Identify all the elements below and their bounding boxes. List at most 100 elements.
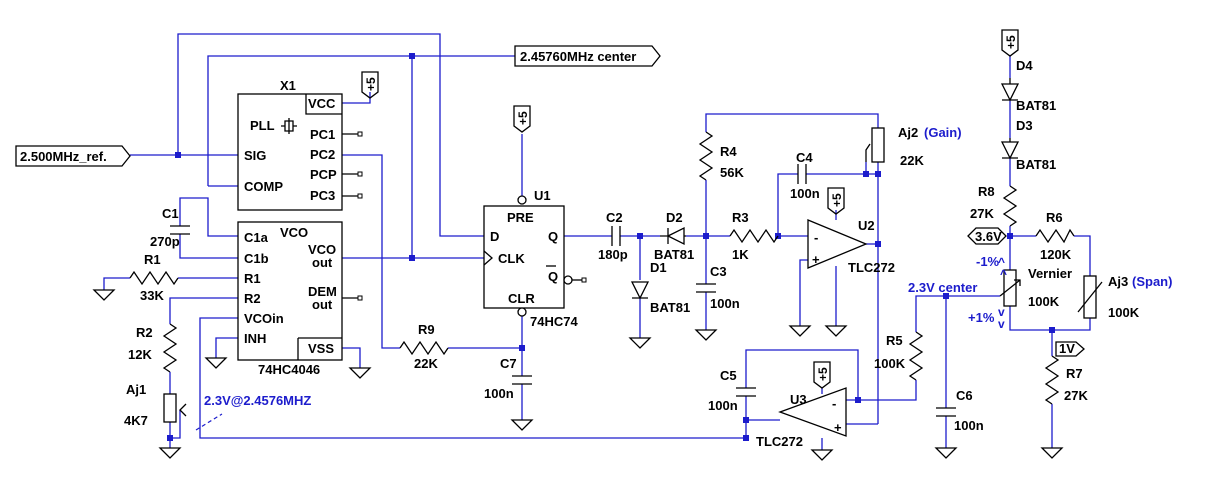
diode-d4: D4 BAT81 (1000, 58, 1056, 113)
svg-text:R8: R8 (978, 184, 995, 199)
supply-flag-x1: +5 (361, 71, 379, 99)
svg-text:(Span): (Span) (1132, 274, 1172, 289)
svg-text:+1%: +1% (968, 310, 995, 325)
svg-text:C1a: C1a (244, 230, 269, 245)
svg-text:+5: +5 (1004, 35, 1018, 49)
svg-text:C1: C1 (162, 206, 179, 221)
svg-text:C6: C6 (956, 388, 973, 403)
svg-text:BAT81: BAT81 (650, 300, 690, 315)
capacitor-c1: C1 270p (150, 206, 190, 249)
svg-text:Aj1: Aj1 (126, 382, 146, 397)
svg-text:1K: 1K (732, 247, 749, 262)
svg-text:100n: 100n (954, 418, 984, 433)
svg-text:180p: 180p (598, 247, 628, 262)
annotations: -1% ^ ^ +1% v v 2.3V center 2.3V@2.4576M… (195, 254, 1007, 431)
svg-text:Q: Q (548, 269, 558, 284)
svg-text:out: out (312, 297, 333, 312)
capacitor-c6: C6 100n (936, 388, 984, 433)
ic-x1-pll: X1 VCC PLL PC1 SIG PC2 PCP COMP PC3 VCO … (237, 78, 363, 377)
net-flag-3v6: 3.6V (967, 227, 1007, 245)
svg-text:D2: D2 (666, 210, 683, 225)
potentiometer-vernier: Vernier 100K (999, 266, 1072, 309)
svg-text:C7: C7 (500, 356, 517, 371)
resistor-r7: R7 27K (1044, 355, 1088, 405)
svg-text:VCO: VCO (280, 225, 308, 240)
svg-text:2.3V center: 2.3V center (908, 280, 977, 295)
svg-text:PLL: PLL (250, 118, 275, 133)
trimmer-aj3: Aj3 (Span) 100K (1077, 274, 1172, 320)
svg-text:74HC74: 74HC74 (530, 314, 578, 329)
svg-text:100K: 100K (1028, 294, 1060, 309)
svg-text:C3: C3 (710, 264, 727, 279)
svg-text:COMP: COMP (244, 179, 283, 194)
svg-text:1V: 1V (1059, 341, 1075, 356)
svg-text:2.45760MHz center: 2.45760MHz center (520, 49, 636, 64)
svg-text:C1b: C1b (244, 251, 269, 266)
svg-text:22K: 22K (414, 356, 438, 371)
capacitor-c4: C4 100n (790, 150, 820, 201)
svg-text:R4: R4 (720, 144, 737, 159)
capacitor-c2: C2 180p (598, 210, 628, 262)
svg-text:100K: 100K (874, 356, 906, 371)
svg-text:22K: 22K (900, 153, 924, 168)
svg-text:R6: R6 (1046, 210, 1063, 225)
svg-text:27K: 27K (970, 206, 994, 221)
svg-text:4K7: 4K7 (124, 413, 148, 428)
svg-text:27K: 27K (1064, 388, 1088, 403)
resistor-r1: R1 33K (129, 252, 179, 303)
svg-text:PRE: PRE (507, 210, 534, 225)
trimmer-aj2: Aj2 (Gain) 22K (865, 125, 962, 168)
resistor-r2: R2 12K (128, 323, 178, 373)
svg-text:Aj2: Aj2 (898, 125, 918, 140)
svg-text:+5: +5 (830, 193, 844, 207)
svg-text:PCP: PCP (310, 167, 337, 182)
resistor-r6: R6 120K (1035, 210, 1075, 262)
svg-text:X1: X1 (280, 78, 296, 93)
svg-text:+5: +5 (816, 367, 830, 381)
svg-text:TLC272: TLC272 (756, 434, 803, 449)
svg-text:C4: C4 (796, 150, 813, 165)
svg-text:+5: +5 (364, 77, 378, 91)
svg-text:^: ^ (1000, 267, 1007, 281)
supply-flag-u1: +5 (513, 105, 531, 133)
resistor-r3: R3 1K (729, 210, 779, 262)
net-flag-center: 2.45760MHz center (514, 45, 661, 67)
svg-text:Vernier: Vernier (1028, 266, 1072, 281)
svg-text:R3: R3 (732, 210, 749, 225)
svg-text:BAT81: BAT81 (1016, 98, 1056, 113)
capacitor-c5: C5 100n (708, 368, 756, 413)
ground-symbols (92, 289, 1064, 461)
opamp-u2: - + U2 TLC272 (807, 218, 895, 275)
svg-text:D1: D1 (650, 260, 667, 275)
svg-text:100n: 100n (710, 296, 740, 311)
svg-text:+: + (834, 420, 842, 435)
svg-text:270p: 270p (150, 234, 180, 249)
svg-text:R2: R2 (136, 325, 153, 340)
svg-text:INH: INH (244, 331, 266, 346)
svg-text:2.500MHz_ref.: 2.500MHz_ref. (20, 149, 107, 164)
junctions (167, 53, 1055, 441)
opamp-u3: - + U3 TLC272 (756, 387, 847, 449)
diode-d3: D3 BAT81 (1000, 118, 1056, 172)
supply-flag-u2: +5 (827, 187, 845, 215)
svg-text:100n: 100n (790, 186, 820, 201)
svg-text:D3: D3 (1016, 118, 1033, 133)
svg-text:D: D (490, 229, 499, 244)
ic-u1-flipflop: U1 PRE D Q CLK Q CLR 74HC74 (483, 188, 587, 329)
svg-text:VSS: VSS (308, 341, 334, 356)
svg-text:-: - (814, 230, 818, 245)
svg-text:120K: 120K (1040, 247, 1072, 262)
svg-text:Aj3: Aj3 (1108, 274, 1128, 289)
svg-text:v: v (998, 305, 1005, 319)
svg-text:R1: R1 (144, 252, 161, 267)
svg-text:+: + (812, 252, 820, 267)
resistor-r9: R9 22K (399, 322, 449, 371)
svg-text:VCC: VCC (308, 96, 336, 111)
svg-text:(Gain): (Gain) (924, 125, 962, 140)
resistor-r8: R8 27K (970, 184, 1018, 227)
svg-text:BAT81: BAT81 (1016, 157, 1056, 172)
svg-text:D4: D4 (1016, 58, 1033, 73)
svg-text:33K: 33K (140, 288, 164, 303)
svg-text:+5: +5 (516, 111, 530, 125)
